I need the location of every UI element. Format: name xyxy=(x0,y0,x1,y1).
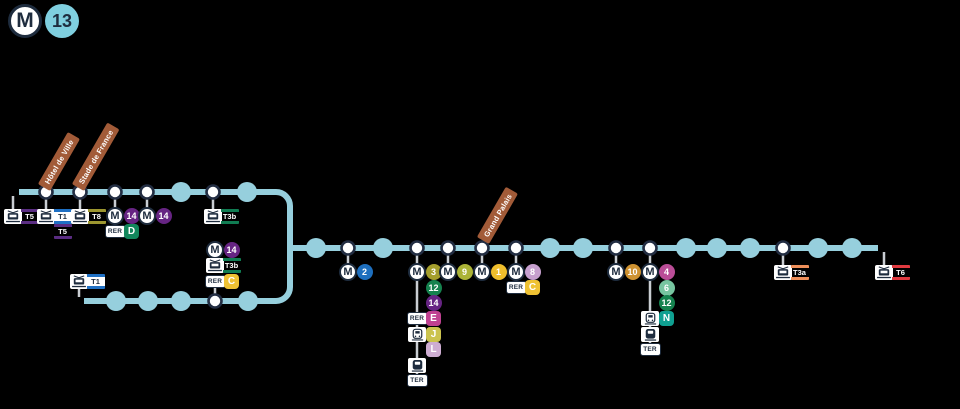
metro-line-badge: 8 xyxy=(524,264,541,280)
tram-icon xyxy=(37,208,55,224)
station-dot xyxy=(707,238,727,258)
tram-line-badge: T6 xyxy=(891,264,910,280)
mainline-train-icon xyxy=(408,357,426,373)
station-dot xyxy=(237,182,257,202)
line-letter-badge: C xyxy=(525,280,540,295)
transilien-icon xyxy=(641,311,659,326)
metro-icon: M xyxy=(439,263,457,281)
interchange-station-dot xyxy=(139,184,155,200)
interchange-station-dot xyxy=(775,240,791,256)
station-dot xyxy=(808,238,828,258)
station-dot xyxy=(138,291,158,311)
interchange-station-dot xyxy=(440,240,456,256)
tram-icon xyxy=(774,264,792,280)
interchange-station-dot xyxy=(207,293,223,309)
line-13-logo: M 13 xyxy=(8,4,79,38)
station-dot xyxy=(573,238,593,258)
tram-line-badge: T5 xyxy=(20,208,39,224)
tram-line-badge: T3b xyxy=(220,208,239,224)
metro-icon: M xyxy=(206,240,224,259)
metro-icon: M xyxy=(641,263,659,281)
interchange-station-dot xyxy=(340,240,356,256)
rer-icon: RER xyxy=(406,312,428,325)
metro-line-badge: 6 xyxy=(658,279,675,296)
tram-icon xyxy=(206,258,224,273)
metro-line-badge: 3 xyxy=(425,264,442,280)
line-letter-badge: J xyxy=(426,326,441,342)
tram-icon xyxy=(4,208,22,224)
interchange-station-dot xyxy=(409,240,425,256)
tram-icon xyxy=(71,208,89,224)
station-dot xyxy=(676,238,696,258)
metro-line-badge: 9 xyxy=(456,264,473,280)
station-dot xyxy=(306,238,326,258)
line-letter-badge: C xyxy=(224,274,239,289)
line-letter-badge: N xyxy=(659,311,674,326)
metro-line-badge: 14 xyxy=(223,241,240,258)
tram-icon xyxy=(70,274,88,289)
line-number-badge: 13 xyxy=(45,4,79,38)
metro-line-badge: 4 xyxy=(658,264,675,280)
interchange-station-dot xyxy=(205,184,221,200)
interchange-station-dot xyxy=(508,240,524,256)
metro-icon: M xyxy=(607,263,625,281)
metro-line-badge: 2 xyxy=(356,264,373,280)
station-dot xyxy=(540,238,560,258)
metro-line-badge: 12 xyxy=(425,279,442,296)
metro-line-badge: 14 xyxy=(155,208,172,224)
rer-icon: RER xyxy=(505,281,527,294)
metro-icon: M xyxy=(106,207,124,225)
metro-icon: M xyxy=(507,263,525,281)
metro-line-badge: 14 xyxy=(425,295,442,311)
rer-icon: RER xyxy=(104,225,126,238)
metro-line-badge: 1 xyxy=(490,264,507,280)
station-dot xyxy=(171,182,191,202)
interchange-station-dot xyxy=(642,240,658,256)
station-dot xyxy=(171,291,191,311)
station-dot xyxy=(238,291,258,311)
tram-line-badge: T3a xyxy=(790,264,809,280)
tram-icon xyxy=(875,264,893,280)
tram-line-badge: T5 xyxy=(53,224,72,239)
metro-icon: M xyxy=(408,263,426,281)
tram-line-badge: T1 xyxy=(53,208,72,224)
metro-icon: M xyxy=(473,263,491,281)
station-dot xyxy=(842,238,862,258)
tram-line-badge: T1 xyxy=(86,274,105,289)
metro-logo-icon: M xyxy=(8,4,42,38)
station-dot xyxy=(740,238,760,258)
line-letter-badge: D xyxy=(124,224,139,239)
ter-icon: TER xyxy=(406,374,428,387)
tram-line-badge: T3b xyxy=(222,258,241,273)
rer-icon: RER xyxy=(204,275,226,288)
metro-line-badge: 12 xyxy=(658,295,675,311)
transilien-icon xyxy=(408,326,426,342)
ter-icon: TER xyxy=(639,343,661,356)
metro-icon: M xyxy=(138,207,156,225)
metro-line-badge: 10 xyxy=(624,264,641,280)
line-letter-badge: E xyxy=(426,311,441,326)
interchange-station-dot xyxy=(107,184,123,200)
interchange-station-dot xyxy=(474,240,490,256)
metro-line-badge: 14 xyxy=(123,208,140,224)
interchange-station-dot xyxy=(608,240,624,256)
tram-icon xyxy=(204,208,222,224)
station-dot xyxy=(373,238,393,258)
mainline-train-icon xyxy=(641,326,659,342)
line-letter-badge: L xyxy=(426,342,441,357)
tram-line-badge: T8 xyxy=(87,208,106,224)
metro-icon: M xyxy=(339,263,357,281)
station-dot xyxy=(106,291,126,311)
